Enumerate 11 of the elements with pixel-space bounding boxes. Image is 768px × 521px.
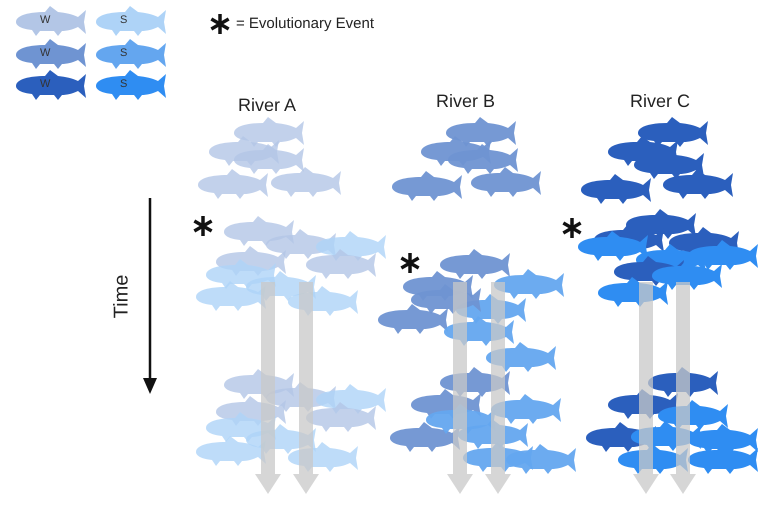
fish-label: W: [40, 47, 50, 59]
fish-label: W: [40, 14, 50, 26]
fish-label: S: [120, 14, 128, 26]
axis-label: Time: [110, 274, 134, 318]
legend-label: = Evolutionary Event: [236, 15, 374, 32]
fish-label: W: [40, 78, 50, 90]
river-label: River C: [630, 91, 690, 112]
river-label: River A: [238, 95, 296, 116]
fish-label: S: [120, 47, 128, 59]
fish-label: S: [120, 78, 128, 90]
river-label: River B: [436, 91, 496, 112]
